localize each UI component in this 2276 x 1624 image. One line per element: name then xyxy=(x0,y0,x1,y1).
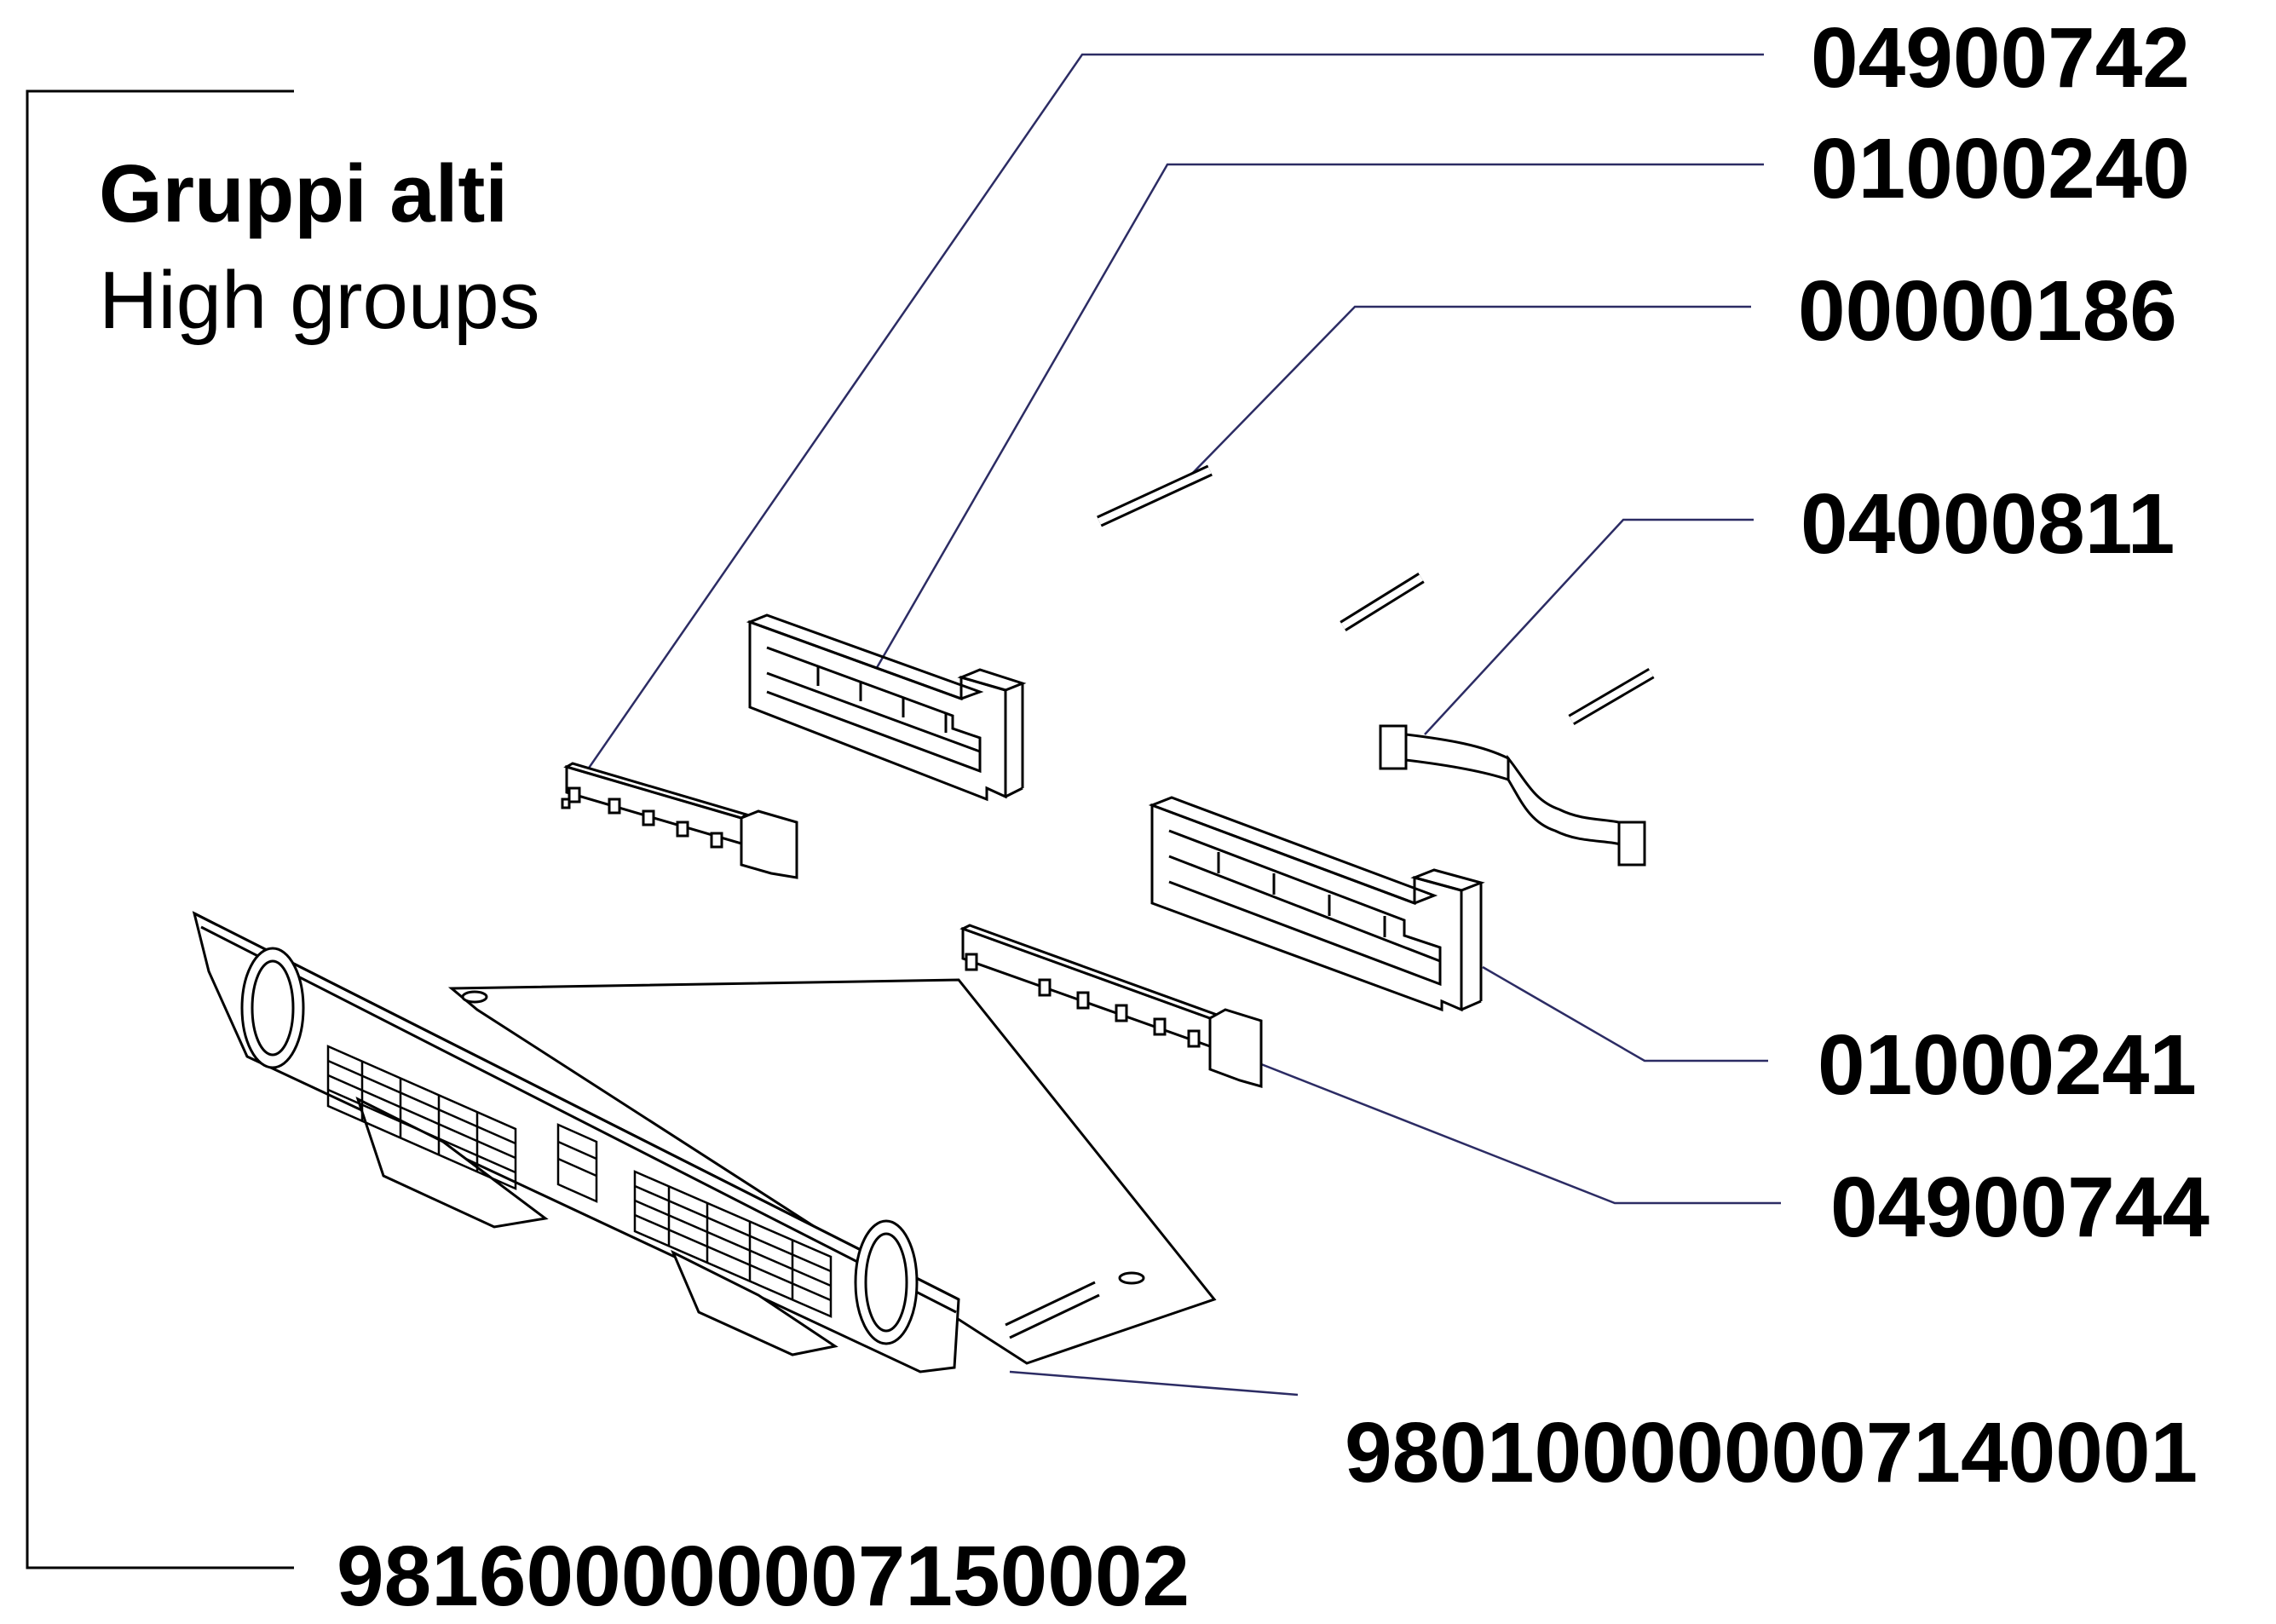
part-code-04900742: 04900742 xyxy=(1811,10,2190,106)
cable-04000811 xyxy=(1379,724,1646,867)
part-code-980100000007140001: 980100000007140001 xyxy=(1345,1405,2198,1500)
leader-line-01000240 xyxy=(857,163,1764,700)
leader-line-04900744 xyxy=(1252,1059,1781,1205)
part-code-981600000007150002: 981600000007150002 xyxy=(337,1529,1190,1624)
frame-01000241 xyxy=(1148,796,1485,1012)
housing-vent-grilles xyxy=(326,1045,833,1318)
part-code-01000241: 01000241 xyxy=(1818,1017,2197,1113)
leader-line-01000241 xyxy=(1482,965,1768,1063)
leader-line-00000186 xyxy=(1188,305,1751,478)
rod-top xyxy=(1097,464,1213,527)
part-code-04900744: 04900744 xyxy=(1830,1160,2210,1255)
part-code-01000240: 01000240 xyxy=(1811,121,2190,216)
leader-lines xyxy=(582,53,1781,1397)
rod-parts xyxy=(1097,464,1655,726)
frame-01000240 xyxy=(746,613,1027,802)
rod-right xyxy=(1568,667,1655,726)
title-english: High groups xyxy=(99,255,540,346)
leader-line-04900742 xyxy=(582,53,1764,776)
pcb-04900744 xyxy=(959,924,1263,1088)
rod-middle xyxy=(1340,573,1425,631)
leader-line-980100000007140001 xyxy=(1009,1370,1299,1397)
title-italian: Gruppi alti xyxy=(99,148,508,239)
part-code-04000811: 04000811 xyxy=(1801,476,2175,572)
assembly-bracket xyxy=(26,89,294,1569)
part-code-00000186: 00000186 xyxy=(1798,263,2177,359)
pcb-04900742 xyxy=(561,762,798,879)
leader-line-04000811 xyxy=(1424,518,1754,735)
